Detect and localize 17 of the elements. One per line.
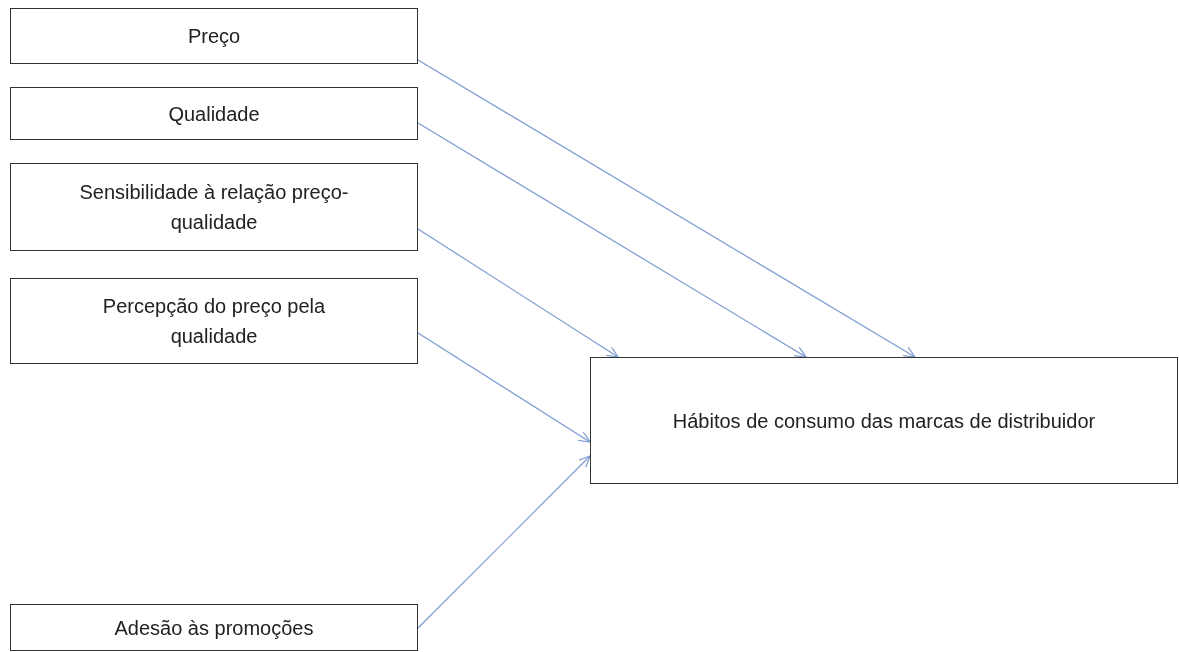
arrow	[417, 122, 807, 358]
box-label: Sensibilidade à relação preço-qualidade	[78, 180, 350, 235]
factor-box	[10, 8, 418, 64]
box-label: Adesão às promoções	[114, 615, 314, 641]
factor-box	[590, 357, 1178, 484]
arrow	[417, 228, 619, 358]
box-label: Percepção do preço pela qualidade	[101, 294, 327, 349]
factor-box	[10, 604, 418, 651]
factor-box	[10, 278, 418, 364]
arrow	[417, 455, 591, 629]
factor-box	[10, 87, 418, 140]
box-label: Preço	[187, 24, 241, 49]
factor-box	[10, 163, 418, 251]
arrow	[417, 59, 916, 358]
arrow	[417, 332, 591, 443]
box-label: Hábitos de consumo das marcas de distribuidor	[672, 408, 1096, 434]
box-label: Qualidade	[168, 101, 260, 127]
